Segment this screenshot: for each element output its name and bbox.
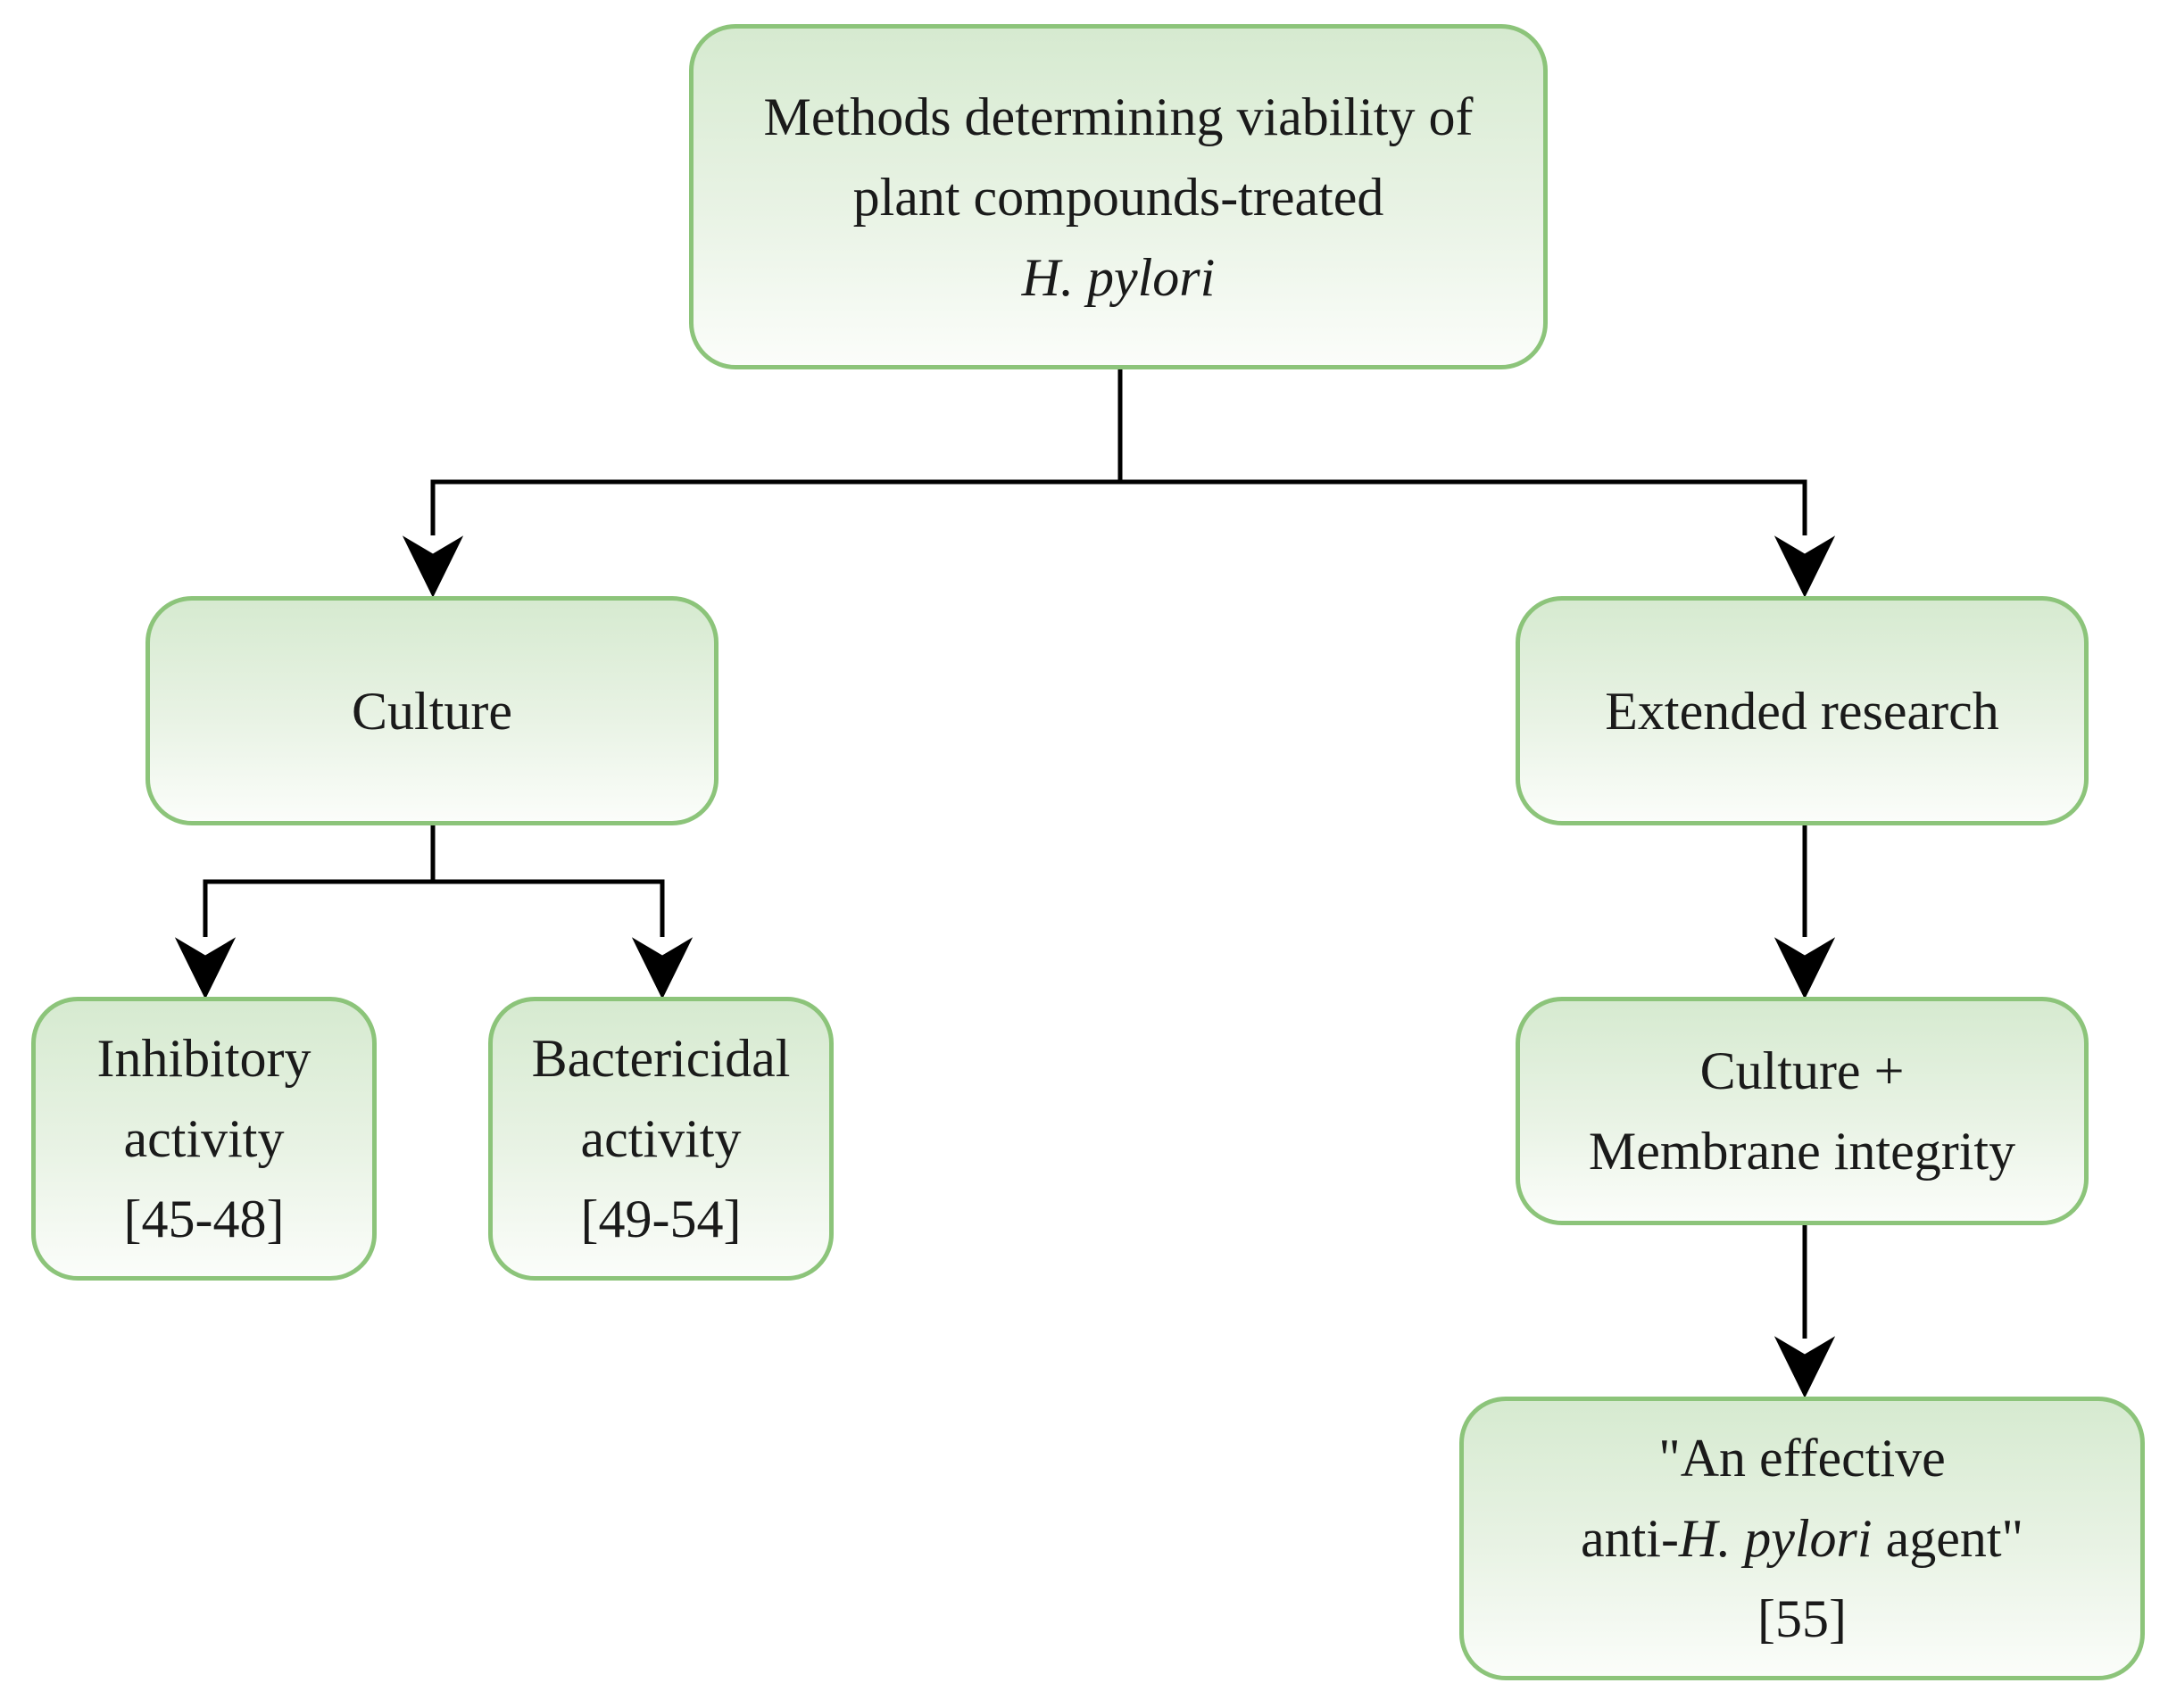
agent-line-2-suffix: agent"	[1872, 1509, 2024, 1568]
agent-line-2-prefix: anti-	[1580, 1509, 1679, 1568]
root-node: Methods determining viability of plant c…	[689, 24, 1548, 369]
culture-label: Culture	[352, 681, 512, 741]
bactericidal-ref: [49-54]	[580, 1190, 742, 1248]
arrowhead-to-culture	[402, 535, 464, 598]
arrowhead-to-membrane	[1773, 937, 1836, 999]
culture-node: Culture	[145, 596, 719, 825]
bactericidal-line-2: activity	[580, 1109, 742, 1168]
agent-line-2-italic: H. pylori	[1678, 1509, 1873, 1568]
arrowhead-to-extended	[1773, 535, 1836, 598]
inhibitory-line-1: Inhibitory	[96, 1029, 311, 1088]
agent-line-2: anti-H. pylori agent"	[1581, 1498, 2023, 1579]
membrane-line-1: Culture +	[1699, 1041, 1905, 1100]
agent-line-1: "An effective	[1658, 1429, 1946, 1488]
connector-root-extended	[1120, 479, 1807, 535]
arrowhead-to-inhibitory	[174, 937, 237, 999]
membrane-integrity-node: Culture + Membrane integrity	[1516, 997, 2089, 1225]
agent-ref: [55]	[1757, 1589, 1847, 1648]
membrane-line-2: Membrane integrity	[1588, 1122, 2016, 1181]
arrowhead-to-bactericidal	[631, 937, 694, 999]
connector-root-split	[430, 369, 1123, 535]
inhibitory-activity-node: Inhibitory activity [45-48]	[31, 997, 377, 1281]
connector-culture-bactericidal	[433, 879, 665, 937]
inhibitory-ref: [45-48]	[123, 1190, 285, 1248]
bactericidal-line-1: Bactericidal	[531, 1029, 791, 1088]
extended-research-label: Extended research	[1605, 681, 1999, 741]
root-line-2: plant compounds-treated	[852, 167, 1384, 227]
inhibitory-line-2: activity	[123, 1109, 285, 1168]
connector-culture-split	[203, 825, 436, 937]
arrowhead-to-agent	[1773, 1336, 1836, 1398]
bactericidal-activity-node: Bactericidal activity [49-54]	[488, 997, 834, 1281]
effective-agent-node: "An effective anti-H. pylori agent" [55]	[1459, 1397, 2145, 1680]
root-line-1: Methods determining viability of	[763, 87, 1474, 146]
extended-research-node: Extended research	[1516, 596, 2089, 825]
root-line-3: H. pylori	[1021, 247, 1216, 307]
